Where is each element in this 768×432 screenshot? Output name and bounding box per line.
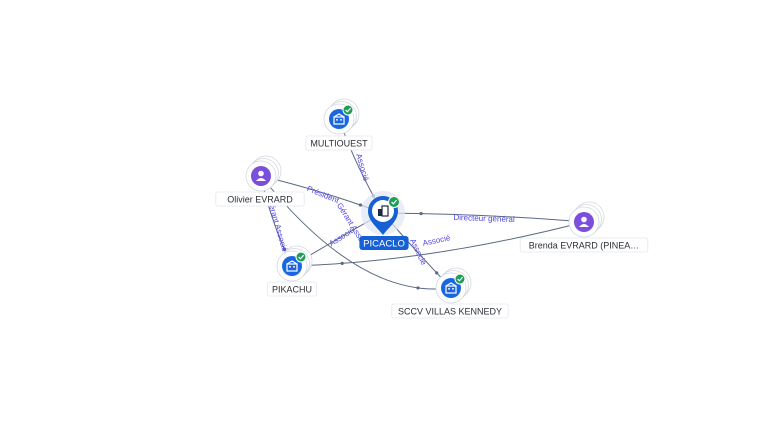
edge-arrow-marker bbox=[435, 271, 439, 275]
building-icon bbox=[333, 113, 345, 125]
building-icon bbox=[445, 282, 457, 294]
edge-arrow-marker bbox=[358, 203, 363, 207]
node-label-box bbox=[305, 135, 373, 151]
node-pikachu[interactable]: PIKACHU bbox=[266, 245, 317, 297]
node-multiouest[interactable]: MULTIOUEST bbox=[305, 98, 373, 151]
node-olivier[interactable]: Olivier EVRARD bbox=[215, 155, 305, 207]
check-badge-icon bbox=[388, 196, 400, 208]
node-label-box bbox=[359, 236, 409, 250]
check-badge-icon bbox=[342, 104, 354, 116]
node-label: SCCV VILLAS KENNEDY bbox=[398, 307, 502, 317]
check-badge-icon bbox=[454, 273, 466, 285]
edge-label: Président bbox=[306, 184, 341, 205]
edge-arrow-marker bbox=[419, 211, 423, 216]
building-icon bbox=[378, 205, 389, 217]
building-icon bbox=[286, 260, 298, 272]
node-picaclo[interactable]: PICACLO bbox=[359, 191, 409, 250]
check-badge-icon bbox=[295, 251, 307, 263]
node-label: Olivier EVRARD bbox=[227, 195, 293, 205]
person-icon bbox=[579, 216, 589, 227]
node-label: PICACLO bbox=[363, 239, 405, 250]
edge-arrow-marker bbox=[282, 247, 287, 252]
edge-label: Directeur général bbox=[453, 213, 515, 224]
node-label: Brenda EVRARD (PINEA… bbox=[529, 241, 640, 251]
edge-label: Associé bbox=[422, 233, 452, 248]
node-label: MULTIOUEST bbox=[310, 139, 368, 149]
node-label-box bbox=[215, 191, 305, 207]
edge-arrow-marker bbox=[340, 261, 344, 265]
edge-brenda-pikachu bbox=[291, 221, 585, 267]
node-label-box bbox=[391, 303, 509, 319]
node-sccv[interactable]: SCCV VILLAS KENNEDY bbox=[391, 267, 509, 319]
edge-arrow-marker bbox=[416, 286, 420, 290]
edge-brenda-picaclo bbox=[382, 212, 585, 223]
edge-label: Associé bbox=[354, 153, 371, 183]
node-label: PIKACHU bbox=[272, 285, 312, 295]
node-label-box bbox=[519, 237, 649, 253]
person-icon bbox=[256, 170, 266, 181]
node-brenda[interactable]: Brenda EVRARD (PINEA… bbox=[519, 201, 649, 253]
node-label-box bbox=[266, 281, 317, 297]
